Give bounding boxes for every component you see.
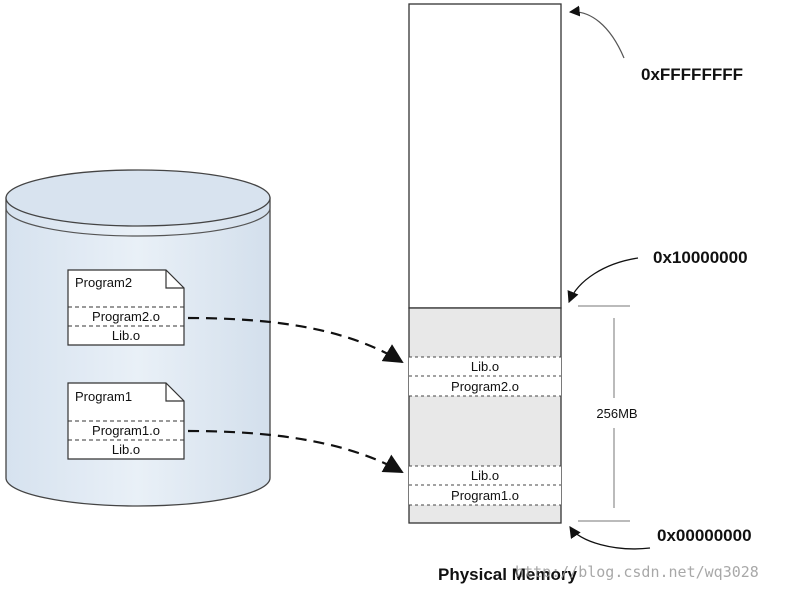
- program1-lib: Lib.o: [112, 442, 140, 457]
- memory-lib-lower: Lib.o: [471, 468, 499, 483]
- memory-segment-program1: Lib.o Program1.o: [409, 465, 561, 506]
- address-top: 0xFFFFFFFF: [641, 65, 743, 84]
- addr-top-arrow: [568, 5, 625, 59]
- memory-column: Lib.o Program2.o Lib.o Program1.o: [408, 3, 562, 524]
- addr-mid-arrow: [567, 257, 639, 304]
- program1-object: Program1.o: [92, 423, 160, 438]
- memory-segment-program2: Lib.o Program2.o: [409, 356, 561, 397]
- program1-title: Program1: [75, 389, 132, 404]
- program2-object: Program2.o: [92, 309, 160, 324]
- memory-title: Physical Memory: [438, 565, 577, 584]
- addr-bottom-arrow: [569, 526, 651, 550]
- size-dimension: 256MB: [578, 305, 638, 522]
- address-mid: 0x10000000: [653, 248, 748, 267]
- program1-file: Program1 Program1.o Lib.o: [67, 382, 185, 460]
- address-bottom: 0x00000000: [657, 526, 752, 545]
- load-arrow-program2: [187, 316, 404, 364]
- watermark: http://blog.csdn.net/wq3028: [515, 563, 759, 581]
- program2-lib: Lib.o: [112, 328, 140, 343]
- memory-program1: Program1.o: [451, 488, 519, 503]
- memory-program2: Program2.o: [451, 379, 519, 394]
- memory-lib-upper: Lib.o: [471, 359, 499, 374]
- program2-title: Program2: [75, 275, 132, 290]
- program2-file: Program2 Program2.o Lib.o: [67, 269, 185, 346]
- size-label: 256MB: [596, 406, 637, 421]
